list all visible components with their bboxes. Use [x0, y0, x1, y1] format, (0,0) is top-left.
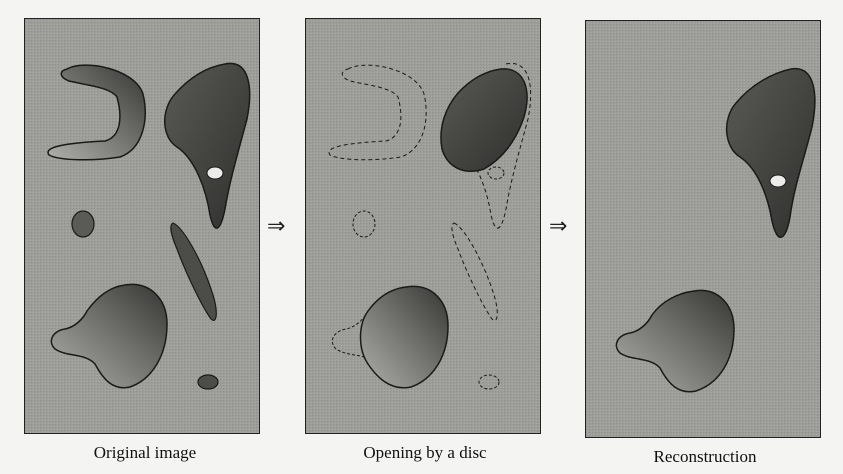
- reconstruction-panel: [585, 20, 821, 438]
- opening-panel: [305, 18, 541, 434]
- caption-reconstruction: Reconstruction: [620, 447, 790, 467]
- original-image-panel: [24, 18, 260, 434]
- small-blob: [72, 211, 94, 237]
- caption-original: Original image: [70, 443, 220, 463]
- arrow-icon: ⇒: [267, 214, 285, 239]
- hole: [770, 175, 786, 187]
- arrow-icon: ⇒: [549, 214, 567, 239]
- hole: [207, 167, 223, 179]
- caption-opening: Opening by a disc: [330, 443, 520, 463]
- tiny-blob: [198, 375, 218, 389]
